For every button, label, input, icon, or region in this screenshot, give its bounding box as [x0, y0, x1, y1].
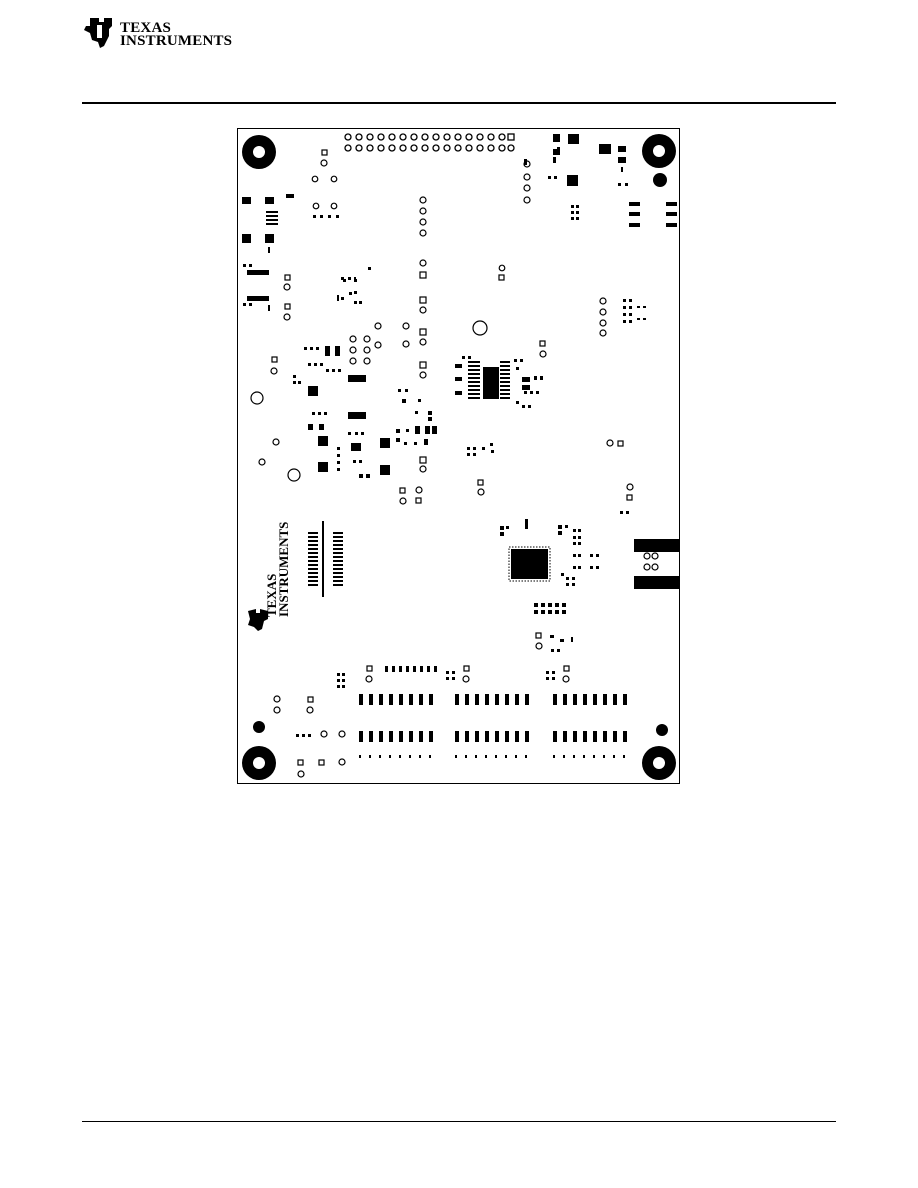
smd-pads — [243, 157, 646, 737]
bottom-connectors — [359, 694, 627, 758]
ti-logo: TEXAS INSTRUMENTS — [82, 16, 227, 54]
silkscreen-logo: TEXAS INSTRUMENTS — [264, 522, 291, 617]
ti-logo-icon — [82, 16, 118, 50]
footer-rule — [82, 1121, 836, 1122]
test-points — [251, 150, 658, 777]
header-rule — [82, 102, 836, 104]
silkscreen-logo-icon — [248, 609, 268, 631]
small-pad-row — [359, 755, 625, 758]
logo-wordmark: TEXAS INSTRUMENTS — [120, 22, 232, 48]
mounting-holes — [242, 134, 676, 780]
header-connector-top — [345, 134, 514, 151]
logo-line-2: INSTRUMENTS — [120, 35, 232, 48]
silkscreen-line-2: INSTRUMENTS — [276, 522, 291, 617]
bank-3 — [553, 694, 627, 742]
bank-2 — [455, 694, 529, 742]
bank-1 — [359, 694, 433, 742]
pcb-layout-figure: TEXAS INSTRUMENTS — [237, 128, 680, 784]
pcb-drawing: TEXAS INSTRUMENTS — [238, 129, 679, 783]
component-pads — [242, 134, 679, 589]
